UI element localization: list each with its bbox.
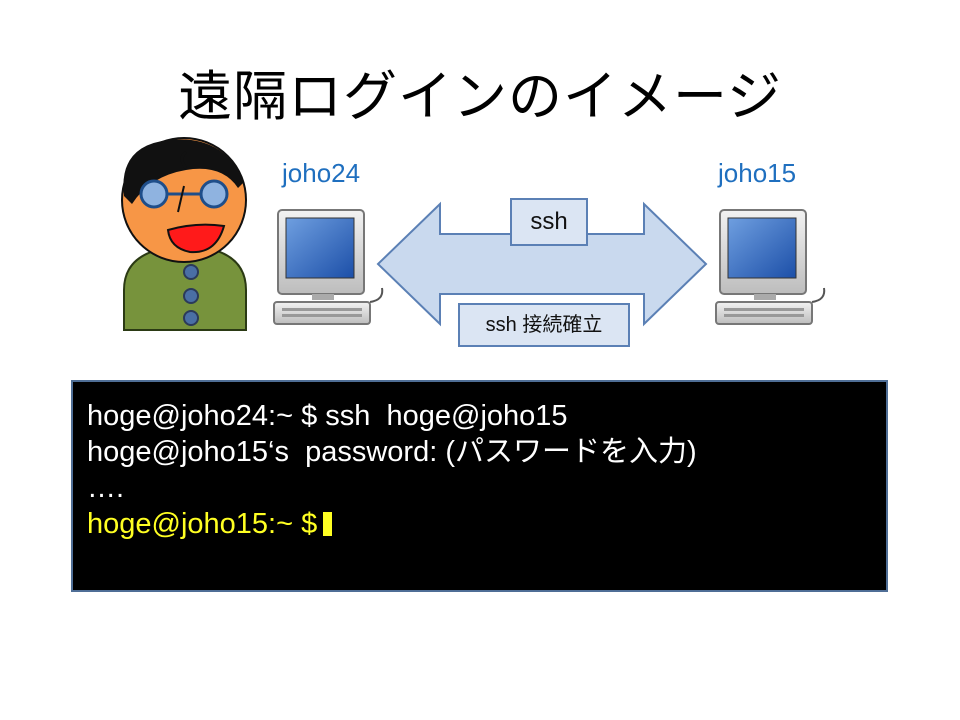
terminal-line-remote-prompt: hoge@joho15:~ $: [87, 506, 872, 542]
terminal-line-password-prompt: hoge@joho15‘s password: (パスワードを入力): [87, 436, 697, 468]
host-label-joho24: joho24: [282, 158, 361, 188]
terminal-window[interactable]: hoge@joho24:~ $ ssh hoge@joho15 hoge@joh…: [71, 380, 888, 592]
terminal-line-ellipsis: ….: [87, 472, 125, 504]
terminal-line-ssh-command: hoge@joho24:~ $ ssh hoge@joho15: [87, 400, 568, 432]
double-arrow-icon: [376, 201, 708, 327]
host-label-joho15: joho15: [718, 158, 797, 188]
connection-established-box: ssh 接続確立: [458, 303, 630, 347]
ssh-label-box: ssh: [510, 198, 588, 246]
text-cursor-icon: [323, 512, 333, 536]
remote-prompt-text: hoge@joho15:~ $: [87, 508, 318, 540]
network-diagram: [121, 137, 826, 331]
computer-icon: [273, 209, 384, 325]
computer-icon: [715, 209, 826, 325]
user-avatar-icon: [121, 137, 247, 331]
page-title: 遠隔ログインのイメージ: [178, 65, 782, 128]
